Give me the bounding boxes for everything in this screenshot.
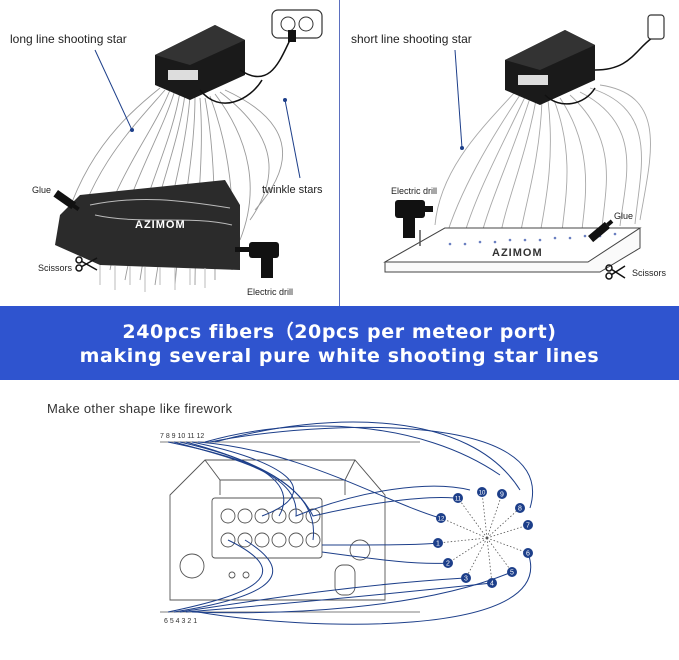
top-port-numbers: 7 8 9 10 11 12 [160, 433, 204, 440]
marker-1 [433, 538, 443, 548]
marker-12-label: 12 [438, 517, 445, 523]
electric-drill-icon [235, 242, 279, 278]
marker-1-label: 1 [436, 541, 440, 548]
short-line-panel: short line shooting star Electric drill … [340, 0, 679, 306]
marker-7 [523, 520, 533, 530]
marker-11-label: 11 [455, 497, 462, 503]
marker-10 [477, 487, 487, 497]
scissors-label: Scissors [38, 263, 73, 273]
twinkle-stars-label: twinkle stars [262, 184, 323, 196]
adapter-box [271, 9, 323, 39]
glue-label: Glue [614, 211, 634, 221]
marker-9-label: 9 [500, 492, 504, 499]
marker-11 [453, 493, 463, 503]
adapter-icon [647, 14, 665, 40]
marker-7-label: 7 [526, 523, 530, 530]
brand-label: AZIMOM [492, 247, 543, 259]
marker-3 [461, 573, 471, 583]
marker-6-label: 6 [526, 551, 530, 558]
marker-5-label: 5 [510, 570, 514, 577]
scissors-label: Scissors [632, 268, 667, 278]
port-grid [220, 508, 321, 548]
firework-burst [437, 491, 529, 584]
scissors-icon [605, 264, 626, 280]
firework-title: Make other shape like firework [47, 401, 233, 416]
banner-line-1: 240pcs fibers（20pcs per meteor port) [122, 321, 557, 343]
electric-drill-icon [395, 200, 433, 246]
banner-line-2: making several pure white shooting star … [79, 345, 600, 367]
glue-tube-icon [53, 190, 80, 211]
panel-divider [339, 0, 340, 306]
marker-3-label: 3 [464, 576, 468, 583]
short-line-illustration [383, 14, 665, 280]
marker-8 [515, 503, 525, 513]
marker-4 [487, 578, 497, 588]
brand-label: AZIMOM [135, 219, 186, 231]
controller-box [169, 459, 386, 601]
fiber-routes [167, 421, 533, 625]
firework-wiring: 1 2 3 4 5 6 7 8 9 10 11 12 7 8 9 10 11 1… [160, 421, 533, 625]
short-line-title: short line shooting star [351, 32, 472, 46]
drill-label: Electric drill [391, 186, 438, 196]
port-markers: 1 2 3 4 5 6 7 8 9 10 11 12 [433, 487, 533, 588]
long-line-title: long line shooting star [10, 32, 127, 46]
firework-diagram: Make other shape like firework [0, 380, 679, 660]
marker-8-label: 8 [518, 506, 522, 513]
glue-label: Glue [32, 185, 52, 195]
glue-tube-icon [588, 219, 614, 243]
marker-5 [507, 567, 517, 577]
feature-banner: 240pcs fibers（20pcs per meteor port) mak… [0, 306, 679, 380]
light-engine [505, 30, 595, 105]
long-line-panel: long line shooting star Glue AZIMOM Scis… [0, 0, 339, 306]
marker-10-label: 10 [479, 491, 486, 497]
marker-2 [443, 558, 453, 568]
marker-9 [497, 489, 507, 499]
long-line-illustration [53, 9, 323, 292]
marker-2-label: 2 [446, 561, 450, 568]
drill-label: Electric drill [247, 287, 294, 297]
bottom-port-numbers: 6 5 4 3 2 1 [164, 618, 197, 625]
marker-12 [436, 513, 446, 523]
marker-6 [523, 548, 533, 558]
scissors-icon [75, 256, 98, 272]
light-engine [155, 25, 245, 100]
marker-4-label: 4 [490, 581, 494, 588]
